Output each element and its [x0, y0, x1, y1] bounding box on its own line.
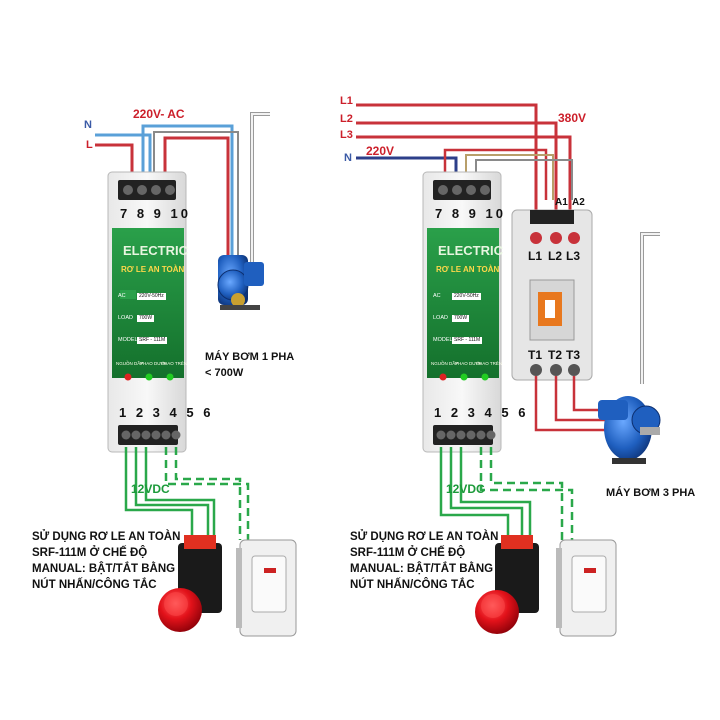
left-supply-label: 220V- AC: [133, 107, 185, 121]
switch-icon: [236, 539, 297, 637]
left-n-label: N: [84, 119, 92, 131]
float-pipe-icon: [640, 232, 660, 384]
relay-spec-model-val: SRF - 111M: [137, 337, 168, 344]
right-l2-label: L2: [340, 113, 353, 125]
left-note-3: MANUAL: BẬT/TẮT BẰNG: [32, 563, 176, 575]
float-pipe-icon: [250, 112, 270, 262]
relay-led-3: PHAO TRÊN: [161, 361, 188, 366]
relay-led-1: NGUỒN DẦY: [431, 361, 459, 366]
right-dc-wires: [439, 447, 574, 548]
left-note-2: SRF-111M Ở CHẾ ĐỘ: [32, 547, 148, 559]
contactor-t3-label: T3: [566, 348, 581, 362]
right-220v-label: 220V: [366, 144, 395, 158]
relay-spec-model-key: MODEL: [433, 337, 453, 343]
right-l3-label: L3: [340, 129, 353, 141]
relay-led-1: NGUỒN DẦY: [116, 361, 144, 366]
relay-led-2: PHAO DƯỚI: [140, 361, 167, 366]
contactor-icon: [511, 209, 593, 381]
relay-spec-model-val: SRF - 111M: [452, 337, 483, 344]
contactor-l3-label: L3: [566, 249, 581, 263]
right-note-4: NÚT NHẤN/CÔNG TẮC: [350, 579, 475, 591]
three-phase-pump-icon: [598, 396, 661, 464]
left-note-4: NÚT NHẤN/CÔNG TẮC: [32, 579, 157, 591]
contactor-a2-label: A2: [572, 197, 585, 208]
relay-spec-load-val: 700W: [137, 315, 155, 322]
left-note-1: SỬ DỤNG RƠ LE AN TOÀN: [32, 531, 181, 543]
right-note-2: SRF-111M Ở CHẾ ĐỘ: [350, 547, 466, 559]
relay-spec-ac-key: AC: [433, 293, 441, 299]
relay-spec-load-val: 700W: [452, 315, 470, 322]
contactor-a1-label: A1: [555, 197, 568, 208]
left-supply-wires: [95, 124, 239, 268]
left-pump-label-2: < 700W: [205, 367, 244, 379]
contactor-l2-label: L2: [548, 249, 563, 263]
relay-brand: ELECTRIC: [438, 243, 503, 258]
left-dc-wires: [124, 447, 250, 545]
right-note-3: MANUAL: BẬT/TẮT BẰNG: [350, 563, 494, 575]
left-bottom-terminal-label: 1 2 3 4 5 6: [119, 405, 214, 420]
push-button-icon: [475, 535, 539, 634]
left-l-label: L: [86, 139, 93, 151]
relay-spec-load-key: LOAD: [118, 315, 133, 321]
left-top-terminal-label: 7 8 9 10: [120, 206, 191, 221]
left-pump-label-1: MÁY BƠM 1 PHA: [205, 351, 295, 363]
relay-led-3: PHAO TRÊN: [476, 361, 503, 366]
contactor-l1-label: L1: [528, 249, 543, 263]
relay-spec-model-key: MODEL: [118, 337, 138, 343]
relay-spec-load-key: LOAD: [433, 315, 448, 321]
right-top-terminal-label: 7 8 9 10: [435, 206, 506, 221]
right-l1-label: L1: [340, 95, 353, 107]
relay-spec-ac-key: AC: [118, 293, 126, 299]
relay-module-icon: [422, 171, 502, 453]
contactor-t1-label: T1: [528, 348, 543, 362]
contactor-t2-label: T2: [548, 348, 563, 362]
single-phase-pump-icon: [217, 255, 264, 310]
relay-spec-ac-val: 220V-50Hz: [137, 293, 166, 300]
right-pump-label: MÁY BƠM 3 PHA: [606, 487, 696, 499]
right-380v-label: 380V: [558, 111, 587, 125]
relay-name: RƠ LE AN TOÀN: [436, 265, 500, 274]
switch-icon: [556, 539, 617, 637]
relay-brand: ELECTRIC: [123, 243, 188, 258]
relay-module-icon: [107, 171, 187, 453]
relay-name: RƠ LE AN TOÀN: [121, 265, 185, 274]
relay-led-2: PHAO DƯỚI: [455, 361, 482, 366]
right-n-label: N: [344, 152, 352, 164]
left-dc-label: 12VDC: [131, 482, 170, 496]
right-bottom-terminal-label: 1 2 3 4 5 6: [434, 405, 529, 420]
push-button-icon: [158, 535, 222, 632]
relay-spec-ac-val: 220V-50Hz: [452, 293, 481, 300]
right-dc-label: 12VDC: [446, 482, 485, 496]
right-note-1: SỬ DỤNG RƠ LE AN TOÀN: [350, 531, 499, 543]
